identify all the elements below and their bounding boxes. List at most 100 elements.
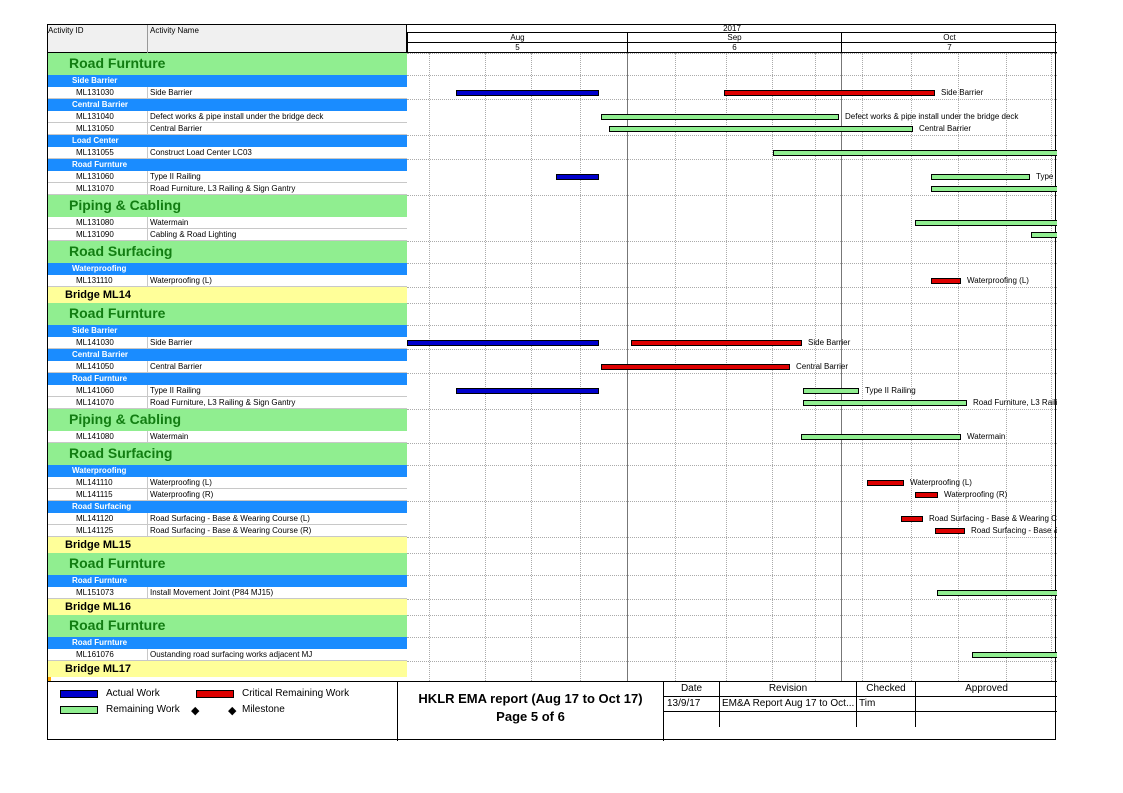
year-label: 2017	[407, 25, 1057, 33]
remaining-work-bar[interactable]	[609, 126, 913, 132]
wbs-group-row[interactable]: Road Furnture	[48, 303, 407, 325]
actual-work-bar[interactable]	[456, 90, 599, 96]
critical-work-bar[interactable]	[724, 90, 935, 96]
activity-id: ML141060	[76, 386, 114, 395]
bridge-group-row[interactable]: Bridge ML14	[48, 287, 407, 303]
wbs-subgroup-row[interactable]: Road Furnture	[48, 637, 407, 649]
report-title: HKLR EMA report (Aug 17 to Oct 17)	[418, 691, 643, 706]
wbs-subgroup-row[interactable]: Side Barrier	[48, 75, 407, 87]
remaining-work-bar[interactable]	[601, 114, 839, 120]
actual-work-bar[interactable]	[456, 388, 599, 394]
critical-work-bar[interactable]	[601, 364, 790, 370]
group-title: Piping & Cabling	[69, 197, 181, 213]
group-title: Road Surfacing	[69, 445, 173, 461]
activity-id: ML161076	[76, 650, 114, 659]
month-oct: Oct	[841, 33, 1057, 43]
group-title: Bridge ML14	[65, 289, 132, 301]
wbs-subgroup-row[interactable]: Central Barrier	[48, 349, 407, 361]
critical-work-bar[interactable]	[631, 340, 802, 346]
actual-work-bar[interactable]	[556, 174, 599, 180]
activity-name: Side Barrier	[150, 88, 193, 97]
bar-label: Road Furniture, L3 Railin	[973, 398, 1057, 407]
wbs-subgroup-row[interactable]: Road Furnture	[48, 373, 407, 385]
revision-header: Revision	[768, 683, 808, 694]
remaining-work-bar[interactable]	[803, 388, 859, 394]
wbs-group-row[interactable]: Road Furnture	[48, 53, 407, 75]
remaining-work-bar[interactable]	[915, 220, 1057, 226]
critical-work-bar[interactable]	[901, 516, 923, 522]
wbs-group-row[interactable]: Road Surfacing	[48, 443, 407, 465]
wbs-group-row[interactable]: Piping & Cabling	[48, 195, 407, 217]
wbs-subgroup-row[interactable]: Side Barrier	[48, 325, 407, 337]
activity-name: Install Movement Joint (P84 MJ15)	[150, 588, 274, 597]
checked-value: Tim	[859, 698, 876, 709]
remaining-work-bar[interactable]	[931, 174, 1030, 180]
group-title: Road Furnture	[69, 555, 166, 571]
wbs-group-row[interactable]: Road Surfacing	[48, 241, 407, 263]
remaining-work-bar[interactable]	[931, 186, 1057, 192]
critical-work-bar[interactable]	[867, 480, 904, 486]
group-title: Road Surfacing	[69, 243, 173, 259]
wbs-subgroup-row[interactable]: Central Barrier	[48, 99, 407, 111]
bar-label: Defect works & pipe install under the br…	[845, 112, 1019, 121]
activity-name: Road Furniture, L3 Railing & Sign Gantry	[150, 184, 296, 193]
wbs-group-row[interactable]: Road Furnture	[48, 553, 407, 575]
group-title: Central Barrier	[72, 100, 129, 109]
critical-work-bar[interactable]	[935, 528, 965, 534]
milestone-diamond-icon: ◆	[228, 705, 237, 717]
bridge-group-row[interactable]: Bridge ML16	[48, 599, 407, 615]
activity-name-header[interactable]: Activity Name	[150, 26, 199, 35]
remaining-work-bar[interactable]	[801, 434, 961, 440]
group-title: Road Furnture	[72, 160, 128, 169]
remaining-work-bar[interactable]	[1031, 232, 1057, 238]
bridge-group-row[interactable]: Bridge ML15	[48, 537, 407, 553]
wbs-subgroup-row[interactable]: Waterproofing	[48, 263, 407, 275]
bar-label: Side Barrier	[941, 88, 984, 97]
remaining-work-bar[interactable]	[803, 400, 967, 406]
activity-id: ML141110	[76, 478, 113, 487]
critical-work-bar[interactable]	[931, 278, 961, 284]
bar-label: Waterproofing (L)	[967, 276, 1029, 285]
remaining-work-bar[interactable]	[937, 590, 1057, 596]
remaining-work-bar[interactable]	[972, 652, 1057, 658]
wbs-subgroup-row[interactable]: Road Furnture	[48, 159, 407, 171]
remaining-work-bar[interactable]	[773, 150, 1057, 156]
approved-header: Approved	[965, 683, 1008, 694]
wbs-subgroup-row[interactable]: Waterproofing	[48, 465, 407, 477]
wbs-subgroup-row[interactable]: Road Furnture	[48, 575, 407, 587]
wbs-group-row[interactable]: Road Furnture	[48, 615, 407, 637]
actual-work-bar[interactable]	[407, 340, 599, 346]
legend-actual-swatch	[60, 690, 98, 698]
wbs-subgroup-row[interactable]: Road Surfacing	[48, 501, 407, 513]
activity-id-header[interactable]: Activity ID	[48, 26, 84, 35]
critical-work-bar[interactable]	[915, 492, 938, 498]
wbs-group-row[interactable]: Piping & Cabling	[48, 409, 407, 431]
bridge-group-row[interactable]: Bridge ML17	[48, 661, 407, 677]
legend-critical-swatch	[196, 690, 234, 698]
wbs-subgroup-row[interactable]: Load Center	[48, 135, 407, 147]
activity-id: ML141030	[76, 338, 114, 347]
bar-label: Type II Railing	[865, 386, 916, 395]
group-title: Central Barrier	[72, 350, 129, 359]
